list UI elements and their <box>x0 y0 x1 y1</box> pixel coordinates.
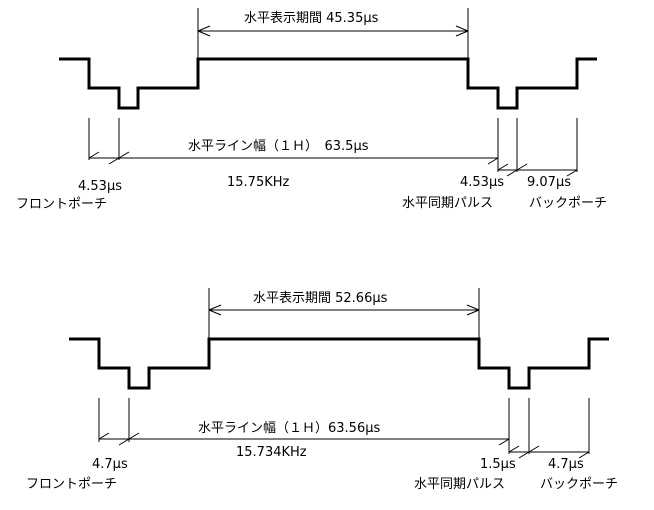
timing-diagram-1: 水平表示期間 45.35μs 水平ライン幅（１Ｈ） 63.5μs 15.75KH… <box>16 8 607 212</box>
line-period-label: 水平ライン幅（１Ｈ）63.56μs <box>198 421 380 436</box>
sync-label: 水平同期パルス <box>402 196 493 211</box>
back-porch-time: 9.07μs <box>527 175 571 190</box>
active-period-left-arrow <box>197 25 211 37</box>
back-porch-time: 4.7μs <box>548 457 584 472</box>
timing-diagram-2: 水平表示期間 52.66μs 水平ライン幅（１Ｈ）63.56μs 15.734K… <box>26 288 618 492</box>
horizontal-sync-waveform <box>69 337 609 390</box>
active-period-right-arrow <box>455 25 469 37</box>
active-period-right-arrow <box>466 304 480 316</box>
active-period-label: 水平表示期間 52.66μs <box>253 291 388 306</box>
line-period-arrows <box>98 432 510 446</box>
line-period-arrows <box>88 151 499 165</box>
back-porch-label: バックポーチ <box>529 196 607 211</box>
active-period-left-arrow <box>208 304 222 316</box>
sync-time: 4.53μs <box>460 175 504 190</box>
active-period-label: 水平表示期間 45.35μs <box>244 11 379 26</box>
back-porch-label: バックポーチ <box>540 477 618 492</box>
front-porch-label: フロントポーチ <box>26 477 117 492</box>
frequency-label: 15.75KHz <box>227 175 290 190</box>
frequency-label: 15.734KHz <box>236 445 307 460</box>
sync-time: 1.5μs <box>480 457 516 472</box>
sync-back-porch-arrows <box>497 163 578 177</box>
sync-label: 水平同期パルス <box>414 477 505 492</box>
sync-back-porch-arrows <box>508 445 590 459</box>
front-porch-time: 4.53μs <box>78 179 122 194</box>
front-porch-time: 4.7μs <box>92 457 128 472</box>
line-period-label: 水平ライン幅（１Ｈ） 63.5μs <box>188 139 369 154</box>
front-porch-label: フロントポーチ <box>16 197 107 212</box>
horizontal-sync-waveform <box>59 57 597 110</box>
